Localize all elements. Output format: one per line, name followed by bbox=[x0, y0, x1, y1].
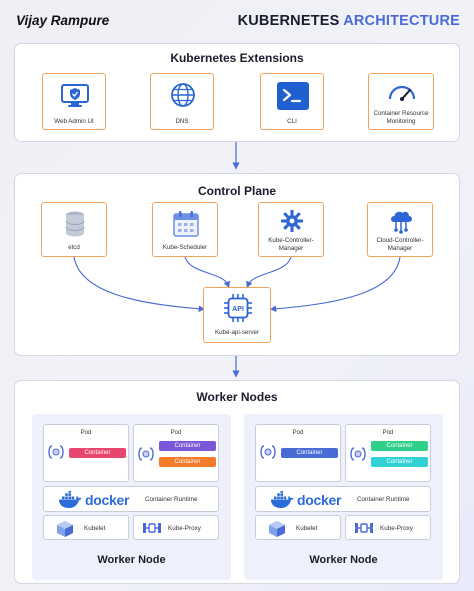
database-icon bbox=[65, 211, 85, 237]
docker-whale-icon bbox=[271, 491, 294, 508]
pod-2-1: Pod Container bbox=[255, 424, 341, 482]
worker-node-1: Pod Container Pod Container Container bbox=[32, 414, 231, 580]
cloud-controller-manager-label: Cloud-Controller-Manager bbox=[376, 237, 424, 252]
kubelet-box: Kubelet bbox=[43, 515, 129, 540]
pod-1-2: Pod Container Container bbox=[133, 424, 219, 482]
extensions-section: Kubernetes Extensions Web Admin UI DNS C… bbox=[14, 43, 460, 142]
monitor-shield-icon bbox=[61, 84, 89, 107]
api-chip-icon: API bbox=[224, 294, 252, 322]
page-title: KUBERNETES ARCHITECTURE bbox=[238, 13, 460, 29]
controller-to-api-connector bbox=[246, 256, 292, 289]
container-link-icon bbox=[350, 447, 366, 461]
container-link-icon bbox=[260, 445, 276, 459]
kube-controller-manager-label: Kube-Controller-Manager bbox=[268, 237, 314, 252]
container-link-icon bbox=[48, 445, 64, 459]
cli-card: CLI bbox=[260, 73, 324, 130]
worker-nodes-section: Worker Nodes Pod Container Pod Container… bbox=[14, 380, 460, 584]
container-pill: Container bbox=[371, 457, 428, 467]
docker-wordmark: docker bbox=[85, 492, 130, 508]
kube-scheduler-label: Kube-Scheduler bbox=[162, 244, 208, 251]
dns-card: DNS bbox=[150, 73, 214, 130]
worker-nodes-title: Worker Nodes bbox=[196, 390, 278, 404]
kube-api-server-label: Kube-api-server bbox=[214, 329, 260, 336]
container-pill: Container bbox=[281, 448, 338, 458]
container-monitoring-card: Container Resource Monitoring bbox=[368, 73, 434, 130]
cloud-controller-to-api-connector bbox=[269, 256, 401, 313]
scheduler-to-api-connector bbox=[184, 256, 230, 289]
docker-whale-icon bbox=[59, 491, 82, 508]
worker-node-title: Worker Node bbox=[309, 554, 378, 566]
api-chip-text: API bbox=[232, 306, 244, 313]
kube-proxy-label: Kube-Proxy bbox=[380, 525, 413, 532]
author-name: Vijay Rampure bbox=[16, 13, 110, 28]
control-plane-section: Control Plane etcd bbox=[14, 173, 460, 356]
pod-label: Pod bbox=[292, 430, 304, 436]
container-pill: Container bbox=[69, 448, 126, 458]
kube-proxy-box: Kube-Proxy bbox=[133, 515, 219, 540]
worker-node-title: Worker Node bbox=[97, 554, 166, 566]
title-part-architecture: ARCHITECTURE bbox=[343, 13, 460, 29]
gauge-icon bbox=[388, 85, 416, 101]
kubelet-box: Kubelet bbox=[255, 515, 341, 540]
cube-icon bbox=[57, 521, 73, 537]
container-pill: Container bbox=[159, 441, 216, 451]
cloud-network-icon bbox=[391, 211, 412, 234]
extensions-title: Kubernetes Extensions bbox=[170, 51, 304, 65]
container-runtime-label: Container Runtime bbox=[357, 496, 410, 503]
pod-label: Pod bbox=[382, 430, 394, 436]
cube-icon bbox=[269, 521, 285, 537]
pod-2-2: Pod Container Container bbox=[345, 424, 431, 482]
kubelet-label: Kubelet bbox=[84, 525, 106, 532]
kubelet-label: Kubelet bbox=[296, 525, 318, 532]
proxy-icon bbox=[143, 523, 161, 533]
dns-label: DNS bbox=[175, 118, 189, 125]
container-pill: Container bbox=[159, 457, 216, 467]
globe-icon bbox=[171, 83, 195, 107]
worker-node-2: Pod Container Pod Container Container bbox=[244, 414, 443, 580]
etcd-card: etcd bbox=[41, 202, 107, 257]
cloud-controller-manager-card: Cloud-Controller-Manager bbox=[367, 202, 433, 257]
gear-icon bbox=[281, 210, 303, 232]
pod-label: Pod bbox=[80, 430, 92, 436]
container-link-icon bbox=[138, 447, 154, 461]
terminal-icon bbox=[277, 82, 309, 110]
container-pill: Container bbox=[371, 441, 428, 451]
kube-proxy-label: Kube-Proxy bbox=[168, 525, 201, 532]
docker-wordmark: docker bbox=[297, 492, 342, 508]
cli-label: CLI bbox=[287, 118, 297, 125]
web-admin-ui-label: Web Admin UI bbox=[54, 118, 94, 125]
container-monitoring-label: Container Resource Monitoring bbox=[373, 110, 429, 125]
container-runtime-box: docker Container Runtime bbox=[255, 486, 431, 512]
pod-1-1: Pod Container bbox=[43, 424, 129, 482]
kube-proxy-box: Kube-Proxy bbox=[345, 515, 431, 540]
proxy-icon bbox=[355, 523, 373, 533]
etcd-label: etcd bbox=[68, 244, 80, 251]
calendar-icon bbox=[173, 211, 199, 237]
etcd-to-api-connector bbox=[73, 256, 206, 313]
kube-controller-manager-card: Kube-Controller-Manager bbox=[258, 202, 324, 257]
web-admin-ui-card: Web Admin UI bbox=[42, 73, 106, 130]
kube-scheduler-card: Kube-Scheduler bbox=[152, 202, 218, 257]
control-plane-title: Control Plane bbox=[197, 184, 276, 198]
container-runtime-box: docker Container Runtime bbox=[43, 486, 219, 512]
pod-label: Pod bbox=[170, 430, 182, 436]
title-part-kubernetes: KUBERNETES bbox=[237, 13, 340, 29]
container-runtime-label: Container Runtime bbox=[145, 496, 198, 503]
kube-api-server-card: API Kube-api-server bbox=[203, 287, 271, 343]
